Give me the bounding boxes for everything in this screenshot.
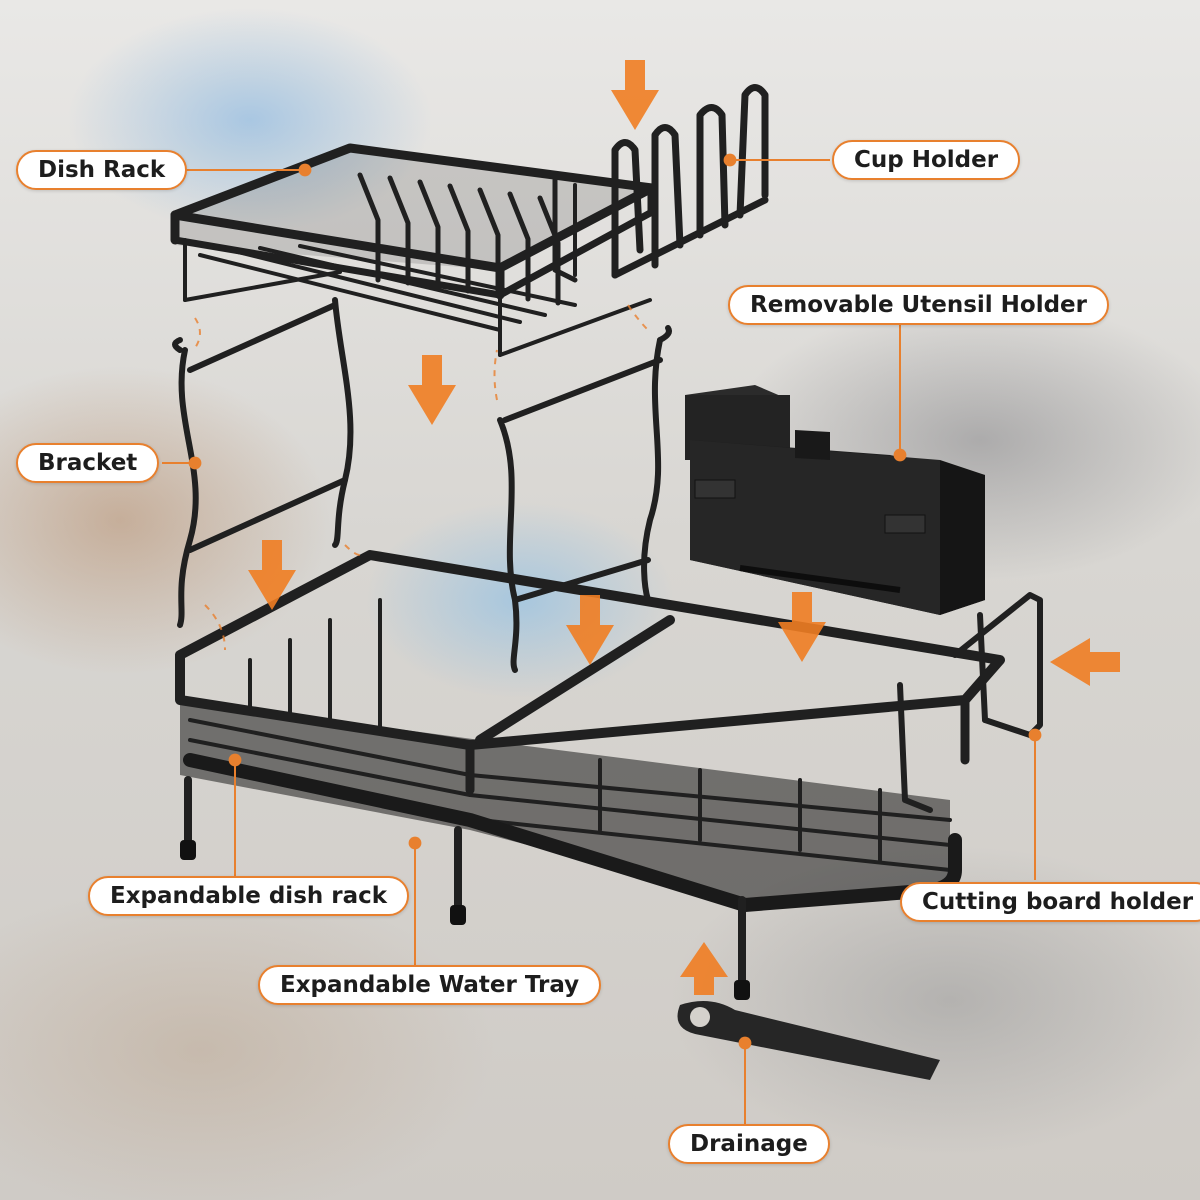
bottom-rack	[175, 550, 1005, 1000]
drainage-spout	[677, 1001, 940, 1080]
assembly-guides	[194, 304, 649, 651]
assembly-arrows	[248, 60, 1120, 995]
cutting-board-holder-label: Cutting board holder	[900, 882, 1200, 922]
expandable-dish-rack-label: Expandable dish rack	[88, 876, 410, 916]
expandable-water-tray-label: Expandable Water Tray	[258, 965, 602, 1005]
brackets	[172, 297, 672, 673]
cup-holder-label: Cup Holder	[832, 140, 1021, 180]
removable-utensil-holder-label: Removable Utensil Holder	[728, 285, 1109, 325]
leader-lines	[162, 153, 1042, 1125]
cutting-board-holder-part	[897, 592, 1043, 813]
utensil-holder	[685, 385, 985, 615]
cup-holder	[611, 84, 769, 279]
upper-dish-rack	[170, 143, 657, 357]
drainage-label: Drainage	[668, 1124, 830, 1164]
dish-rack-label: Dish Rack	[16, 150, 188, 190]
bracket-label: Bracket	[16, 443, 160, 483]
